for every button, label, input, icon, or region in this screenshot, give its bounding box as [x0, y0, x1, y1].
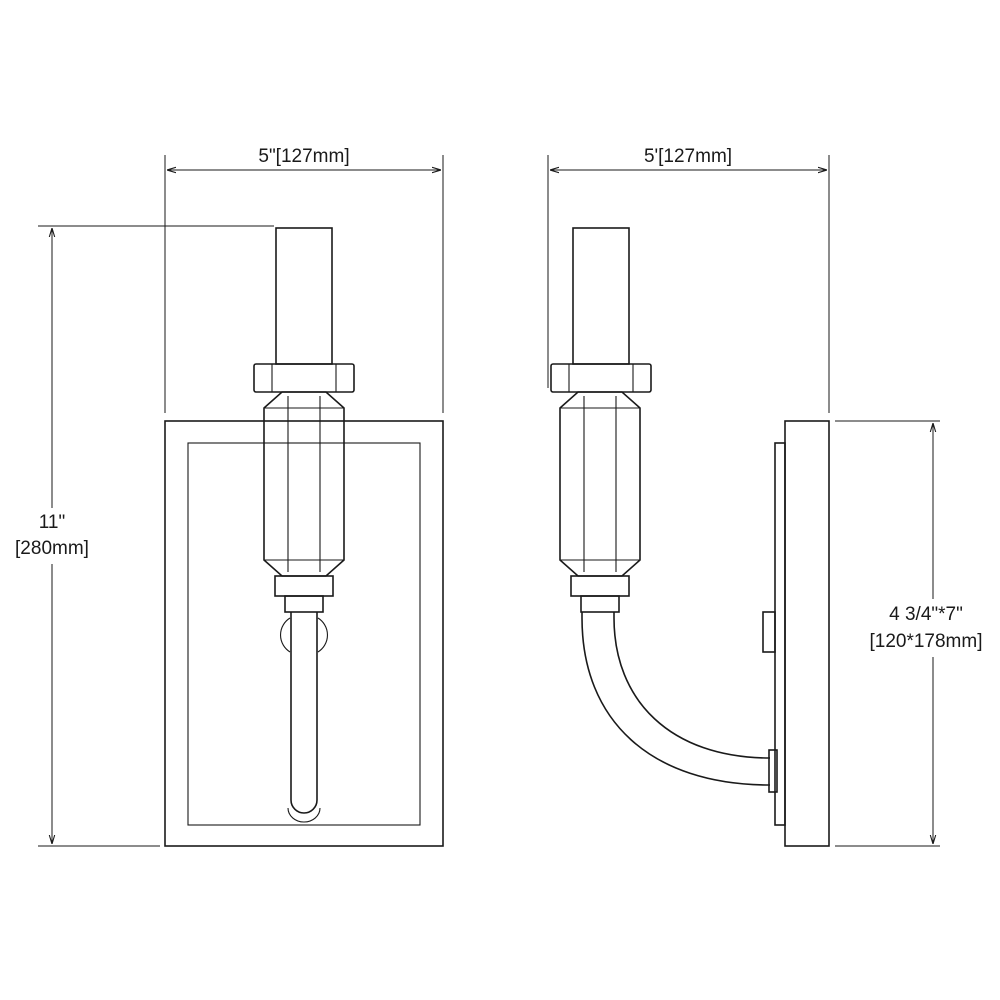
side-backplate-dimension: 4 3/4"*7" [120*178mm] — [835, 420, 992, 847]
front-height-label-metric: [280mm] — [15, 538, 89, 559]
side-width-dimension: 5'[127mm] — [547, 146, 830, 413]
side-backplate-label-imperial: 4 3/4"*7" — [889, 604, 963, 625]
front-bobeche — [253, 363, 355, 393]
front-height-label-imperial: 11" — [39, 512, 65, 533]
side-backplate — [762, 420, 830, 847]
side-candle-sleeve — [572, 227, 630, 365]
front-candle-sleeve — [275, 227, 333, 365]
side-view: 5'[127mm] 4 3/4"*7" [120*178mm] — [547, 146, 992, 847]
side-backplate-label-metric: [120*178mm] — [869, 631, 982, 652]
side-arm — [581, 612, 778, 793]
front-height-dimension: 11" [280mm] — [6, 225, 274, 847]
side-crystal-column — [559, 391, 641, 577]
front-width-label: 5"[127mm] — [258, 146, 349, 167]
front-width-dimension: 5"[127mm] — [164, 146, 444, 413]
side-bobeche — [550, 363, 652, 393]
front-view: 5"[127mm] 11" [280mm] — [6, 146, 444, 847]
front-crystal-column — [263, 391, 345, 577]
side-collar — [570, 575, 630, 613]
front-collar — [274, 575, 334, 613]
front-arm — [280, 612, 328, 823]
front-backplate — [164, 420, 444, 847]
side-width-label: 5'[127mm] — [644, 146, 732, 167]
